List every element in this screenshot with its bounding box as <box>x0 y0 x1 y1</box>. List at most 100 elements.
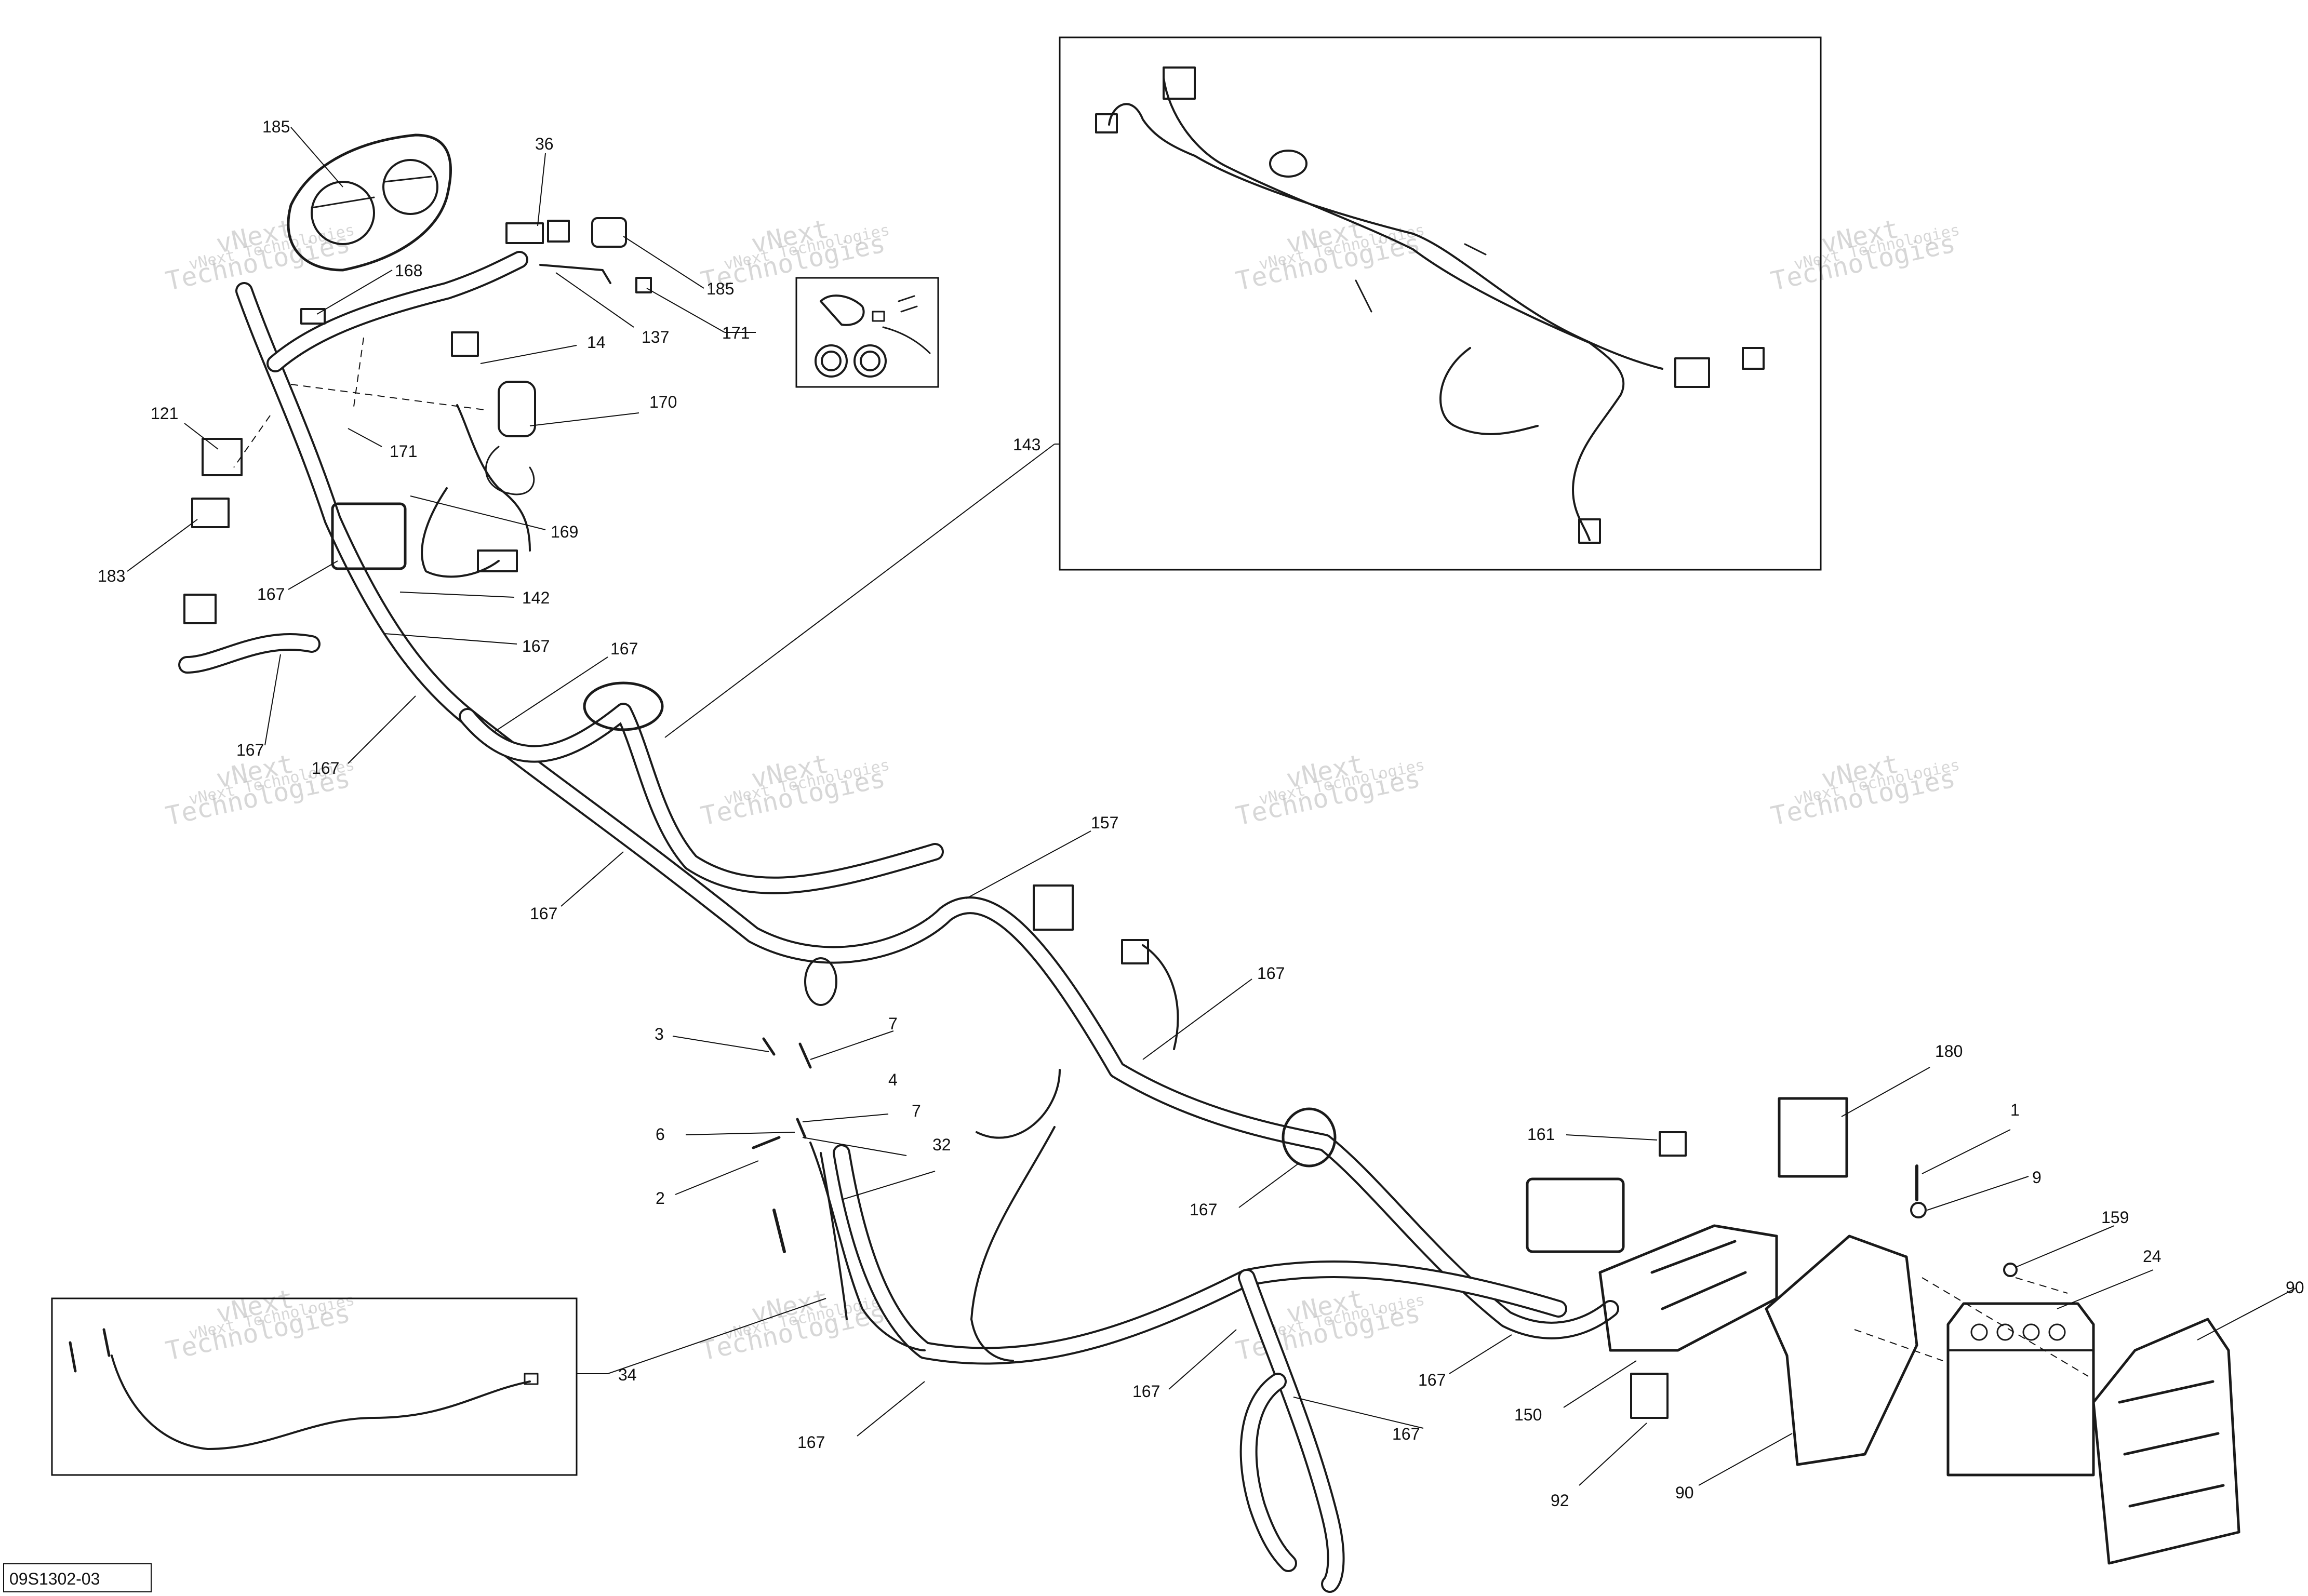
bolt-part <box>772 1209 786 1253</box>
battery-tray-part <box>1765 1235 1918 1466</box>
connector-part <box>191 498 230 528</box>
callout-2: 2 <box>656 1189 665 1208</box>
drawing-code: 09S1302-03 <box>9 1570 100 1588</box>
callout-7: 7 <box>888 1014 898 1033</box>
callout-159: 159 <box>2101 1208 2129 1227</box>
watermark: vNext Technologies vNext Technologies <box>698 748 891 831</box>
callout-34: 34 <box>618 1365 637 1384</box>
callout-4: 4 <box>888 1070 898 1089</box>
watermark: vNext Technologies vNext Technologies <box>1233 213 1426 297</box>
callout-169: 169 <box>551 522 578 541</box>
grommet-part <box>804 957 837 1006</box>
callout-36: 36 <box>535 135 554 153</box>
inset-box-171 <box>795 277 939 388</box>
nut-part <box>2003 1263 2018 1277</box>
callout-24: 24 <box>2143 1247 2162 1266</box>
callout-183: 183 <box>98 567 125 585</box>
callout-167: 167 <box>1392 1425 1420 1443</box>
callout-6: 6 <box>656 1125 665 1144</box>
callout-167: 167 <box>236 741 264 759</box>
grommet-part <box>1282 1107 1337 1168</box>
connector-part <box>1659 1131 1687 1157</box>
callout-7: 7 <box>912 1102 921 1120</box>
callout-170: 170 <box>649 393 677 411</box>
callout-137: 137 <box>642 328 669 346</box>
bracket-part <box>1598 1224 1778 1352</box>
grommet-part <box>583 681 664 731</box>
callout-185: 185 <box>706 279 734 298</box>
watermark: vNext Technologies vNext Technologies <box>163 213 356 297</box>
watermarks: vNext Technologies vNext Technologies vN… <box>163 213 1962 1366</box>
callout-185: 185 <box>262 117 290 136</box>
battery-holder-part <box>2092 1318 2240 1565</box>
dashed-guide <box>233 337 489 468</box>
battery-part <box>1946 1302 2095 1477</box>
watermark: vNext Technologies vNext Technologies <box>698 1283 891 1366</box>
callout-14: 14 <box>587 333 606 352</box>
gauge-cluster-part <box>287 133 452 272</box>
callout-167: 167 <box>522 637 550 655</box>
connector-part <box>1121 939 1149 964</box>
connector-part <box>451 331 479 357</box>
callout-9: 9 <box>2032 1168 2042 1187</box>
cable-32 <box>809 1142 926 1351</box>
inset-box-34 <box>51 1297 578 1476</box>
connector-part <box>300 308 326 325</box>
callout-92: 92 <box>1551 1491 1569 1510</box>
washer-part <box>1910 1202 1927 1218</box>
connector-part <box>1033 884 1074 931</box>
watermark: vNext Technologies vNext Technologies <box>1233 748 1426 831</box>
callout-121: 121 <box>151 404 178 423</box>
callout-167: 167 <box>610 639 638 658</box>
switch-part <box>505 220 570 244</box>
lanyard-part <box>485 381 536 495</box>
inset-box-143 <box>1059 36 1822 571</box>
dashed-guide <box>1854 1277 2089 1377</box>
main-harness <box>178 251 1619 1593</box>
callout-32: 32 <box>932 1135 951 1154</box>
callout-168: 168 <box>395 261 422 280</box>
connector-part <box>477 549 518 572</box>
inset-parts-171 <box>815 294 931 378</box>
callout-171: 171 <box>722 324 750 342</box>
connector-part <box>202 438 243 476</box>
connector-part <box>183 594 217 624</box>
connector-part <box>539 264 611 284</box>
callout-3: 3 <box>655 1025 664 1043</box>
callout-150: 150 <box>1514 1405 1542 1424</box>
callout-167: 167 <box>1418 1371 1446 1389</box>
callout-171: 171 <box>390 442 417 461</box>
callout-161: 161 <box>1527 1125 1555 1144</box>
callout-180: 180 <box>1935 1042 1963 1061</box>
bolt-part <box>752 1118 807 1149</box>
drawing-code-box: 09S1302-03 <box>3 1563 152 1592</box>
module-part <box>1778 1097 1848 1178</box>
watermark: vNext Technologies vNext Technologies <box>1768 213 1962 297</box>
callout-167: 167 <box>530 904 557 923</box>
callout-167: 167 <box>312 759 339 777</box>
watermark: vNext Technologies vNext Technologies <box>1768 748 1962 831</box>
callout-1: 1 <box>2010 1101 2020 1119</box>
callout-157: 157 <box>1091 813 1118 832</box>
fuse-box-part <box>1526 1177 1625 1253</box>
switch-part <box>591 217 627 248</box>
callout-90: 90 <box>2286 1278 2304 1297</box>
callout-143: 143 <box>1013 435 1040 454</box>
callout-167: 167 <box>1257 964 1285 983</box>
watermark: vNext Technologies vNext Technologies <box>163 1283 356 1366</box>
inset-cable-34 <box>69 1328 539 1451</box>
relay-part <box>1630 1373 1669 1419</box>
connector-part <box>635 277 652 293</box>
leader-lines <box>127 127 2297 1486</box>
callout-labels: 185 36 168 185 137 171 14 170 121 171 16… <box>98 117 2304 1510</box>
bolt-part <box>762 1037 812 1069</box>
module-part <box>331 502 407 570</box>
inset-harness-143 <box>1095 66 1765 544</box>
callout-167: 167 <box>1132 1382 1160 1401</box>
callout-167: 167 <box>1190 1200 1217 1219</box>
callout-167: 167 <box>257 585 285 603</box>
callout-167: 167 <box>797 1433 825 1452</box>
callout-142: 142 <box>522 588 550 607</box>
callout-90: 90 <box>1675 1483 1694 1502</box>
